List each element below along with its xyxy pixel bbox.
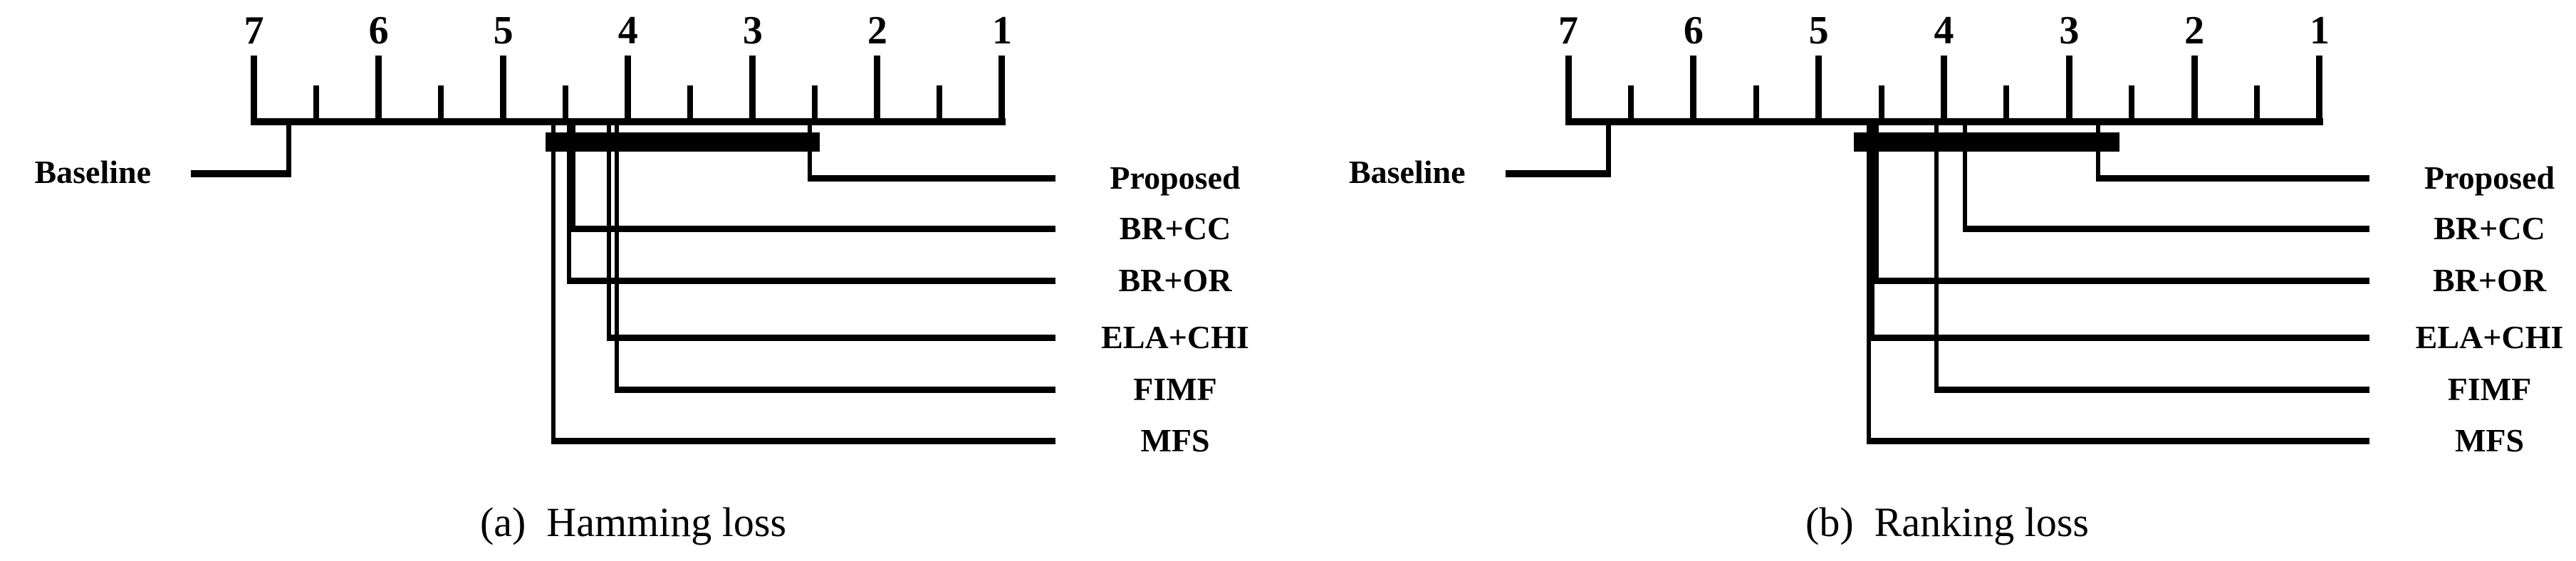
rank-axis-tick-label: 1 — [2309, 9, 2330, 53]
rank-axis-tick-label: 6 — [368, 9, 389, 53]
rank-axis-major-tick — [1690, 56, 1697, 125]
algorithm-rank-line-horizontal — [551, 437, 1055, 444]
rank-axis-major-tick — [874, 56, 881, 125]
rank-axis-tick-label: 2 — [2184, 9, 2205, 53]
rank-axis-tick-label: 7 — [244, 9, 264, 53]
critical-difference-bar — [1853, 132, 2119, 152]
rank-axis-minor-tick — [812, 85, 818, 125]
algorithm-label: Baseline — [34, 154, 151, 190]
rank-axis-minor-tick — [1878, 85, 1884, 125]
algorithm-rank-line-vertical — [567, 122, 572, 284]
rank-axis-major-tick — [998, 56, 1006, 125]
algorithm-rank-line-horizontal — [607, 334, 1055, 341]
algorithm-label: FIMF — [2447, 371, 2532, 407]
rank-axis-major-tick — [1940, 56, 1947, 125]
rank-axis-major-tick — [251, 56, 257, 125]
rank-axis-minor-tick — [2254, 85, 2260, 125]
rank-axis-major-tick — [749, 56, 756, 125]
caption-hamming-loss: (a) Hamming loss — [479, 499, 787, 545]
algorithm-label: BR+CC — [1119, 210, 1231, 246]
algorithm-rank-line-vertical — [1866, 122, 1871, 444]
rank-axis-tick-label: 5 — [1808, 9, 1829, 53]
algorithm-rank-line-vertical — [551, 122, 556, 444]
algorithm-rank-line-horizontal — [808, 174, 1055, 182]
rank-axis-minor-tick — [2129, 85, 2135, 125]
algorithm-rank-line-horizontal — [191, 170, 292, 177]
rank-axis-major-tick — [1815, 56, 1823, 125]
algorithm-label: BR+OR — [1118, 262, 1232, 298]
rank-axis-minor-tick — [313, 85, 320, 125]
rank-axis-tick-label: 1 — [991, 9, 1012, 53]
algorithm-label: Proposed — [2424, 159, 2555, 196]
critical-difference-bar — [546, 132, 820, 152]
rank-axis-tick-label: 3 — [742, 9, 763, 53]
rank-axis-major-tick — [2191, 56, 2198, 125]
algorithm-rank-line-vertical — [570, 122, 575, 232]
algorithm-rank-line-vertical — [2095, 122, 2100, 182]
rank-axis-major-tick — [2316, 56, 2323, 125]
algorithm-label: ELA+CHI — [2415, 319, 2564, 355]
algorithm-rank-line-horizontal — [1505, 170, 1611, 177]
algorithm-rank-line-horizontal — [614, 386, 1055, 393]
algorithm-label: MFS — [1140, 422, 1210, 458]
algorithm-label: MFS — [2454, 422, 2525, 458]
algorithm-label: Baseline — [1348, 154, 1466, 190]
algorithm-rank-line-horizontal — [1866, 437, 2370, 444]
algorithm-label: FIMF — [1133, 371, 1217, 407]
rank-axis-tick-label: 6 — [1683, 9, 1704, 53]
algorithm-rank-line-vertical — [614, 122, 619, 393]
rank-axis-tick-label: 7 — [1558, 9, 1578, 53]
rank-axis-tick-label: 2 — [867, 9, 887, 53]
algorithm-label: ELA+CHI — [1101, 319, 1249, 355]
rank-axis-major-tick — [625, 56, 632, 125]
rank-axis-minor-tick — [563, 85, 569, 125]
algorithm-rank-line-vertical — [1605, 122, 1611, 177]
algorithm-rank-line-horizontal — [1963, 225, 2370, 232]
rank-axis-major-tick — [500, 56, 507, 125]
rank-axis-tick-label: 4 — [1934, 9, 1954, 53]
rank-axis-minor-tick — [1753, 85, 1759, 125]
algorithm-rank-line-vertical — [1963, 122, 1968, 232]
algorithm-rank-line-horizontal — [1874, 277, 2370, 284]
rank-axis-minor-tick — [937, 85, 943, 125]
algorithm-rank-line-horizontal — [570, 225, 1055, 232]
algorithm-label: BR+OR — [2432, 262, 2547, 298]
algorithm-rank-line-vertical — [286, 122, 292, 177]
rank-axis-tick-label: 4 — [617, 9, 638, 53]
rank-axis-minor-tick — [2003, 85, 2010, 125]
algorithm-rank-line-vertical — [1874, 122, 1879, 284]
algorithm-rank-line-vertical — [1870, 122, 1875, 341]
algorithm-rank-line-horizontal — [2095, 174, 2370, 182]
rank-axis-minor-tick — [438, 85, 444, 125]
algorithm-rank-line-horizontal — [1870, 334, 2370, 341]
algorithm-rank-line-horizontal — [567, 277, 1055, 284]
rank-axis-major-tick — [375, 56, 382, 125]
algorithm-label: Proposed — [1110, 159, 1241, 196]
rank-axis-minor-tick — [687, 85, 694, 125]
algorithm-rank-line-vertical — [808, 122, 813, 182]
algorithm-rank-line-horizontal — [1934, 386, 2370, 393]
rank-axis-tick-label: 5 — [493, 9, 513, 53]
rank-axis-major-tick — [2065, 56, 2072, 125]
rank-axis-tick-label: 3 — [2059, 9, 2080, 53]
algorithm-rank-line-vertical — [607, 122, 612, 341]
algorithm-label: BR+CC — [2434, 210, 2545, 246]
caption-ranking-loss: (b) Ranking loss — [1805, 499, 2089, 545]
rank-axis-minor-tick — [1627, 85, 1634, 125]
rank-axis-major-tick — [1565, 56, 1572, 125]
algorithm-rank-line-vertical — [1934, 122, 1939, 393]
